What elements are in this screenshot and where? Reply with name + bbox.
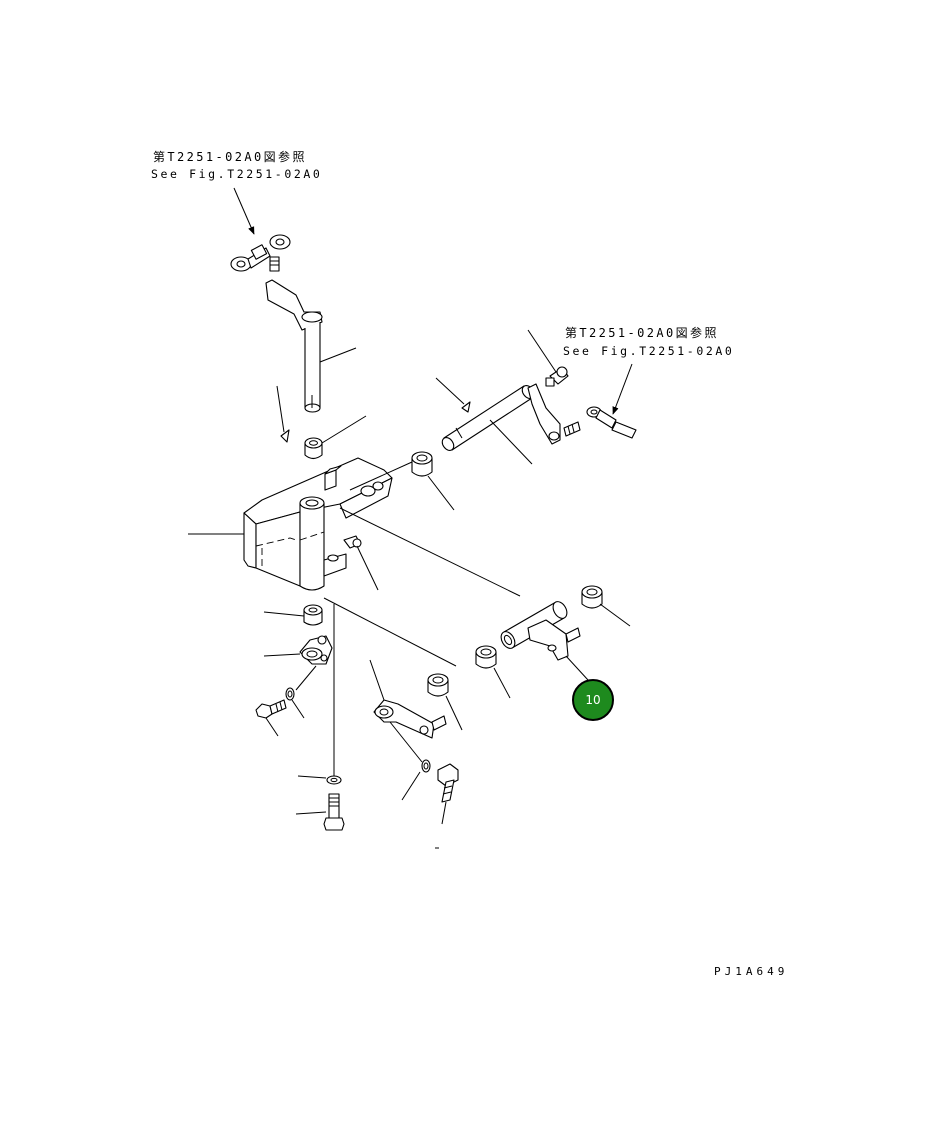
cotter-pin-right <box>461 401 471 413</box>
reference-top-left-jp: 第T2251-02A0図参照 <box>153 149 307 164</box>
leader-grease-nipple <box>356 545 379 591</box>
leader-washer-bottom <box>297 775 327 779</box>
leader-bushing-lower-left <box>263 611 305 617</box>
figure-code: PJ1A649 <box>714 965 788 978</box>
leader-ball-joint <box>527 329 557 373</box>
leader-bushing-lower-middle <box>445 695 463 731</box>
bushing-lower-center <box>475 645 497 669</box>
rod-end-right <box>586 406 637 439</box>
guide-line-shaft <box>339 507 521 597</box>
guide-line-lower <box>323 597 457 667</box>
cross-shaft-upper <box>441 383 581 451</box>
clamp-lever-left <box>299 635 333 665</box>
leader-cross-shaft-upper <box>489 419 533 465</box>
leader-lever-lower-center <box>369 659 385 701</box>
guide-line-upper-bushing <box>349 461 413 491</box>
bushing-lower-left <box>303 604 323 626</box>
leader-clamp-lever-left <box>263 653 301 657</box>
reference-top-left-en: See Fig.T2251-02A0 <box>151 167 322 181</box>
leader-bushing-lower-center <box>493 667 511 699</box>
rod-end-link-top-left <box>230 234 291 272</box>
ball-joint-upper-right <box>545 366 569 387</box>
leader-cotter-pin-right <box>435 377 465 405</box>
bolt-left <box>255 699 287 719</box>
callout-badge-circle <box>572 679 614 721</box>
leader-bolt-lower-center <box>441 801 447 825</box>
bolt-lower-center <box>437 763 459 803</box>
lever-lower-center <box>373 699 447 739</box>
callout-number: 10 <box>585 693 600 707</box>
callout-badge-10: 10 <box>572 679 614 721</box>
washer-lower-center <box>421 759 431 773</box>
reference-right-jp: 第T2251-02A0図参照 <box>565 325 719 340</box>
cotter-pin-left <box>280 429 290 443</box>
cross-shaft-lower <box>500 601 581 661</box>
bracket-assembly <box>243 457 393 591</box>
leader-clamp-to-washer <box>295 665 317 691</box>
leader-bushing-upper <box>321 415 367 444</box>
bushing-upper <box>304 437 323 460</box>
vertical-lever-shaft <box>265 279 323 413</box>
bushing-right <box>581 585 603 609</box>
leader-lever-to-washer <box>389 721 423 763</box>
reference-right-en: See Fig.T2251-02A0 <box>563 344 734 358</box>
leader-bushing-middle <box>427 475 455 511</box>
leader-callout-10 <box>565 655 589 681</box>
washer-bottom <box>326 775 342 785</box>
leader-cotter-pin-left <box>276 385 285 433</box>
bushing-lower-middle <box>427 673 449 697</box>
leader-washer-left <box>291 699 305 719</box>
washer-left <box>285 687 295 701</box>
reference-arrow-top-left <box>233 187 255 235</box>
reference-arrow-right <box>612 363 633 415</box>
leader-bolt-left <box>265 717 279 737</box>
leader-washer-lower-center <box>401 771 421 801</box>
bushing-middle <box>411 451 433 477</box>
bolt-bottom <box>323 793 345 831</box>
leader-bolt-bottom <box>295 811 327 815</box>
leader-lever-shaft <box>319 347 357 363</box>
leader-bushing-right <box>599 603 631 627</box>
